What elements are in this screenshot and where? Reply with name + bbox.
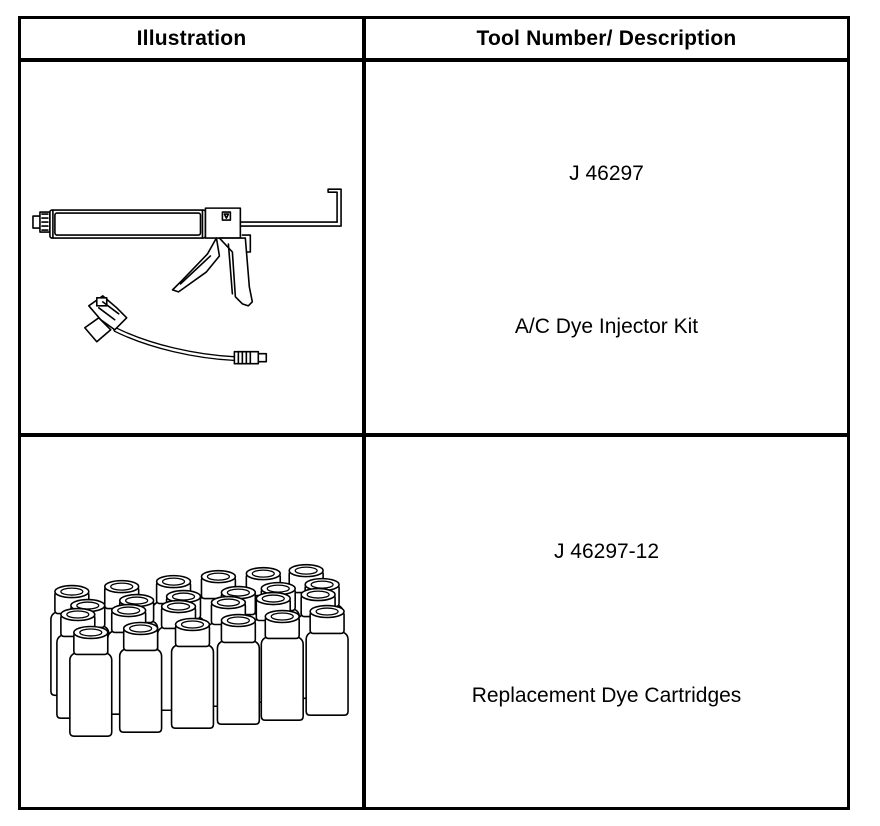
tool-description: Replacement Dye Cartridges: [471, 684, 742, 707]
tool-description: A/C Dye Injector Kit: [514, 315, 699, 338]
tool-number: J 46297-12: [553, 540, 660, 563]
header-illustration-label: Illustration: [136, 26, 247, 50]
tool-table: Illustration Tool Number/ Description: [18, 16, 850, 810]
illustration-cell-2: [21, 437, 366, 807]
header-illustration: Illustration: [21, 19, 366, 62]
description-cell-1: J 46297 A/C Dye Injector Kit: [366, 62, 847, 437]
illustration-cell-1: [21, 62, 366, 437]
header-tool-description: Tool Number/ Description: [366, 19, 847, 62]
description-cell-2: J 46297-12 Replacement Dye Cartridges: [366, 437, 847, 807]
header-tool-description-label: Tool Number/ Description: [476, 26, 737, 50]
tool-number: J 46297: [569, 162, 644, 185]
dye-injector-gun-icon: [32, 188, 342, 365]
dye-cartridges-icon: [50, 563, 349, 737]
